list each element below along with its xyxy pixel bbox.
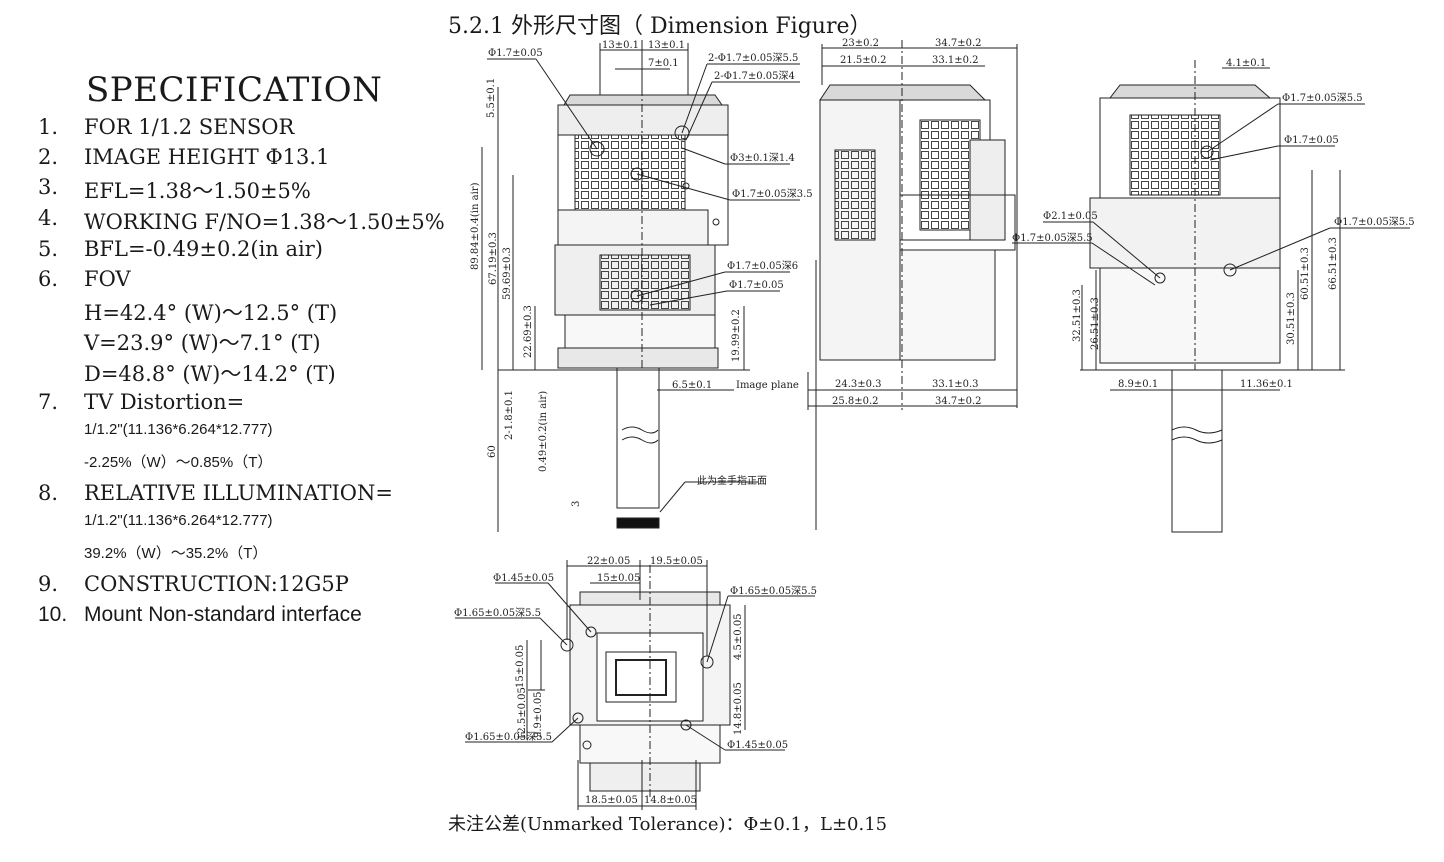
hole-front-7: Φ1.7±0.05 [729,280,784,291]
gold-finger-label: 此为金手指正面 [697,474,767,487]
distortion-values: -2.25%（W）～0.85%（T） [84,454,273,471]
dim-front-6-5: 6.5±0.1 [672,380,712,391]
spec-text: FOV [84,267,131,291]
hole-front-6: Φ1.7±0.05深6 [727,260,798,272]
hole-right-2: Φ1.7±0.05 [1284,135,1339,146]
distortion-format: 1/1.2"(11.136*6.264*12.777) [84,421,273,438]
spec-num: 2. [38,145,59,169]
dim-side-25-8: 25.8±0.2 [832,396,879,407]
side-view [807,40,1018,530]
hole-bottom-5: Φ1.45±0.05 [727,740,788,751]
spec-text: IMAGE HEIGHT Φ13.1 [84,145,330,169]
hole-front-2: 2-Φ1.7±0.05深5.5 [708,52,798,64]
dim-right-30-51: 30.51±0.3 [1286,292,1297,345]
fov-vertical: V=23.9° (W)～7.1° (T) [84,331,321,355]
hole-right-1: Φ1.7±0.05深5.5 [1282,92,1363,104]
dim-bottom-22: 22±0.05 [587,556,630,567]
dim-side-33-1-bottom: 33.1±0.3 [932,379,979,390]
dim-front-19-99: 19.99±0.2 [731,309,742,362]
dim-side-24-3: 24.3±0.3 [835,379,882,390]
spec-text: WORKING F/NO=1.38～1.50±5% [84,210,445,234]
dim-right-4-1: 4.1±0.1 [1226,58,1266,69]
tolerance-note: 未注公差(Unmarked Tolerance)：Φ±0.1，L±0.15 [448,814,888,835]
dim-side-23: 23±0.2 [842,38,879,49]
dim-front-59-69: 59.69±0.3 [502,247,513,300]
dim-bottom-15: 15±0.05 [597,573,640,584]
fov-horizontal: H=42.4° (W)～12.5° (T) [84,301,338,325]
spec-text: EFL=1.38～1.50±5% [84,179,311,203]
dim-front-22-69: 22.69±0.3 [523,305,534,358]
hole-front-1: Φ1.7±0.05 [488,48,543,59]
spec-num: 6. [38,267,59,291]
dim-right-26-51: 26.51±0.3 [1090,297,1101,350]
dim-right-66-51: 66.51±0.3 [1328,237,1339,290]
hole-right-5: Φ1.7±0.05深5.5 [1012,232,1093,244]
dim-front-2-1-8: 2-1.8±0.1 [504,390,515,440]
hole-bottom-3: Φ1.65±0.05深5.5 [730,585,817,597]
dim-side-33-1: 33.1±0.2 [932,55,979,66]
spec-text: RELATIVE ILLUMINATION= [84,481,393,505]
dim-bottom-18-5: 18.5±0.05 [585,795,638,806]
bottom-view-labels: 22±0.05 19.5±0.05 15±0.05 Φ1.45±0.05 Φ1.… [454,556,817,806]
dim-right-11-36: 11.36±0.1 [1240,379,1293,390]
dim-bottom-v12-5: 12.5±0.05 [517,687,528,740]
right-view-labels: 4.1±0.1 Φ1.7±0.05深5.5 Φ1.7±0.05 Φ1.7±0.0… [1012,58,1415,390]
dim-front-0-49: 0.49±0.2(in air) [538,391,549,472]
illumination-format: 1/1.2"(11.136*6.264*12.777) [84,512,273,529]
hole-right-3: Φ1.7±0.05深5.5 [1334,216,1415,228]
spec-text: CONSTRUCTION:12G5P [84,572,349,596]
spec-num: 7. [38,390,59,414]
dim-bottom-v4-5: 4.5±0.05 [733,613,744,660]
dim-front-89-84: 89.84±0.4(in air) [470,182,481,270]
dim-front-67-19: 67.19±0.3 [488,232,499,285]
hole-front-5: Φ1.7±0.05深3.5 [732,188,813,200]
spec-num: 5. [38,237,59,261]
front-view-labels: 13±0.1 13±0.1 7±0.1 Φ1.7±0.05 2-Φ1.7±0.0… [470,40,813,507]
fov-diagonal: D=48.8° (W)～14.2° (T) [84,362,336,386]
dim-front-60: 60 [487,445,498,458]
hole-right-4: Φ2.1±0.05 [1043,211,1098,222]
spec-text: Mount Non-standard interface [84,603,362,626]
spec-num: 3. [38,175,59,199]
hole-bottom-1: Φ1.45±0.05 [493,573,554,584]
spec-title: SPECIFICATION [86,70,383,110]
dim-side-34-7-bottom: 34.7±0.2 [935,396,982,407]
dim-front-3: 3 [571,501,582,507]
dim-side-34-7: 34.7±0.2 [935,38,982,49]
spec-num: 10. [38,603,68,626]
illumination-values: 39.2%（W）～35.2%（T） [84,545,268,562]
spec-num: 1. [38,115,59,139]
dim-right-60-51: 60.51±0.3 [1300,247,1311,300]
hole-front-3: 2-Φ1.7±0.05深4 [714,70,795,82]
side-view-labels: 23±0.2 34.7±0.2 21.5±0.2 33.1±0.2 24.3±0… [832,38,982,407]
spec-text: BFL=-0.49±0.2(in air) [84,237,323,261]
image-plane-label: Image plane [736,380,799,391]
dim-right-32-51: 32.51±0.3 [1072,289,1083,342]
spec-num: 8. [38,481,59,505]
spec-num: 4. [38,206,59,230]
hole-bottom-2: Φ1.65±0.05深5.5 [454,607,541,619]
dim-bottom-v14-8: 14.8±0.05 [733,682,744,735]
dim-bottom-v9-9: 9.9±0.05 [533,691,544,738]
front-view [481,40,800,532]
dim-side-21-5: 21.5±0.2 [840,55,887,66]
spec-text: TV Distortion= [84,390,245,414]
dim-front-13a: 13±0.1 [602,40,639,51]
dim-bottom-14-8: 14.8±0.05 [644,795,697,806]
figure-title: 5.2.1 外形尺寸图（ Dimension Figure） [448,14,872,39]
spec-num: 9. [38,572,59,596]
spec-text: FOR 1/1.2 SENSOR [84,115,295,139]
right-view [1012,60,1410,533]
dim-front-7: 7±0.1 [648,58,679,69]
hole-front-4: Φ3±0.1深1.4 [730,152,795,164]
dim-right-8-9: 8.9±0.1 [1118,379,1158,390]
dim-front-13b: 13±0.1 [648,40,685,51]
dim-front-5-5: 5.5±0.1 [486,78,497,118]
dim-bottom-v15: 15±0.05 [515,645,526,688]
bottom-view [455,560,815,810]
dim-bottom-19-5: 19.5±0.05 [650,556,703,567]
hole-bottom-4: Φ1.65±0.05深5.5 [465,731,552,743]
